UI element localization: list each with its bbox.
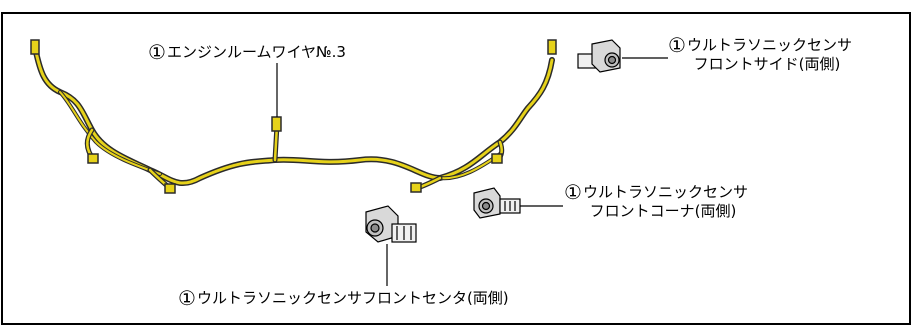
callout-front-center-sensor: ①ウルトラソニックセンサフロントセンタ(両側) bbox=[178, 287, 509, 309]
connector-left-branch bbox=[87, 153, 99, 164]
callout-number: ① bbox=[564, 180, 582, 204]
callout-number: ① bbox=[178, 286, 196, 310]
connector-right-corner-branch bbox=[410, 182, 422, 193]
callout-text: ウルトラソニックセンサフロントセンタ(両側) bbox=[196, 289, 509, 307]
harness-connectors bbox=[30, 39, 557, 194]
callout-text-line1: ウルトラソニックセンサ bbox=[686, 36, 852, 54]
connector-left-end bbox=[30, 39, 40, 55]
sensor-front-corner bbox=[473, 187, 521, 219]
callout-number: ① bbox=[668, 33, 686, 57]
callout-number: ① bbox=[148, 40, 166, 64]
callout-text: エンジンルームワイヤ№.3 bbox=[166, 43, 346, 61]
callout-engine-room-wire: ①エンジンルームワイヤ№.3 bbox=[148, 41, 346, 63]
sensor-front-side bbox=[577, 39, 621, 73]
callout-text-line1: ウルトラソニックセンサ bbox=[582, 183, 748, 201]
sensor-front-center bbox=[365, 205, 417, 243]
connector-right-branch bbox=[491, 153, 503, 164]
callout-front-corner-sensor: ①ウルトラソニックセンサ フロントコーナ(両側) bbox=[564, 181, 748, 220]
connector-center-branch bbox=[271, 116, 282, 132]
connector-left-corner-branch bbox=[164, 183, 176, 194]
callout-text-line2: フロントコーナ(両側) bbox=[589, 202, 737, 220]
callout-front-side-sensor: ①ウルトラソニックセンサ フロントサイド(両側) bbox=[668, 34, 852, 73]
connector-right-end bbox=[547, 39, 557, 55]
callout-text-line2: フロントサイド(両側) bbox=[693, 55, 841, 73]
engine-room-wire-harness bbox=[33, 49, 555, 193]
leader-lines bbox=[276, 57, 668, 286]
